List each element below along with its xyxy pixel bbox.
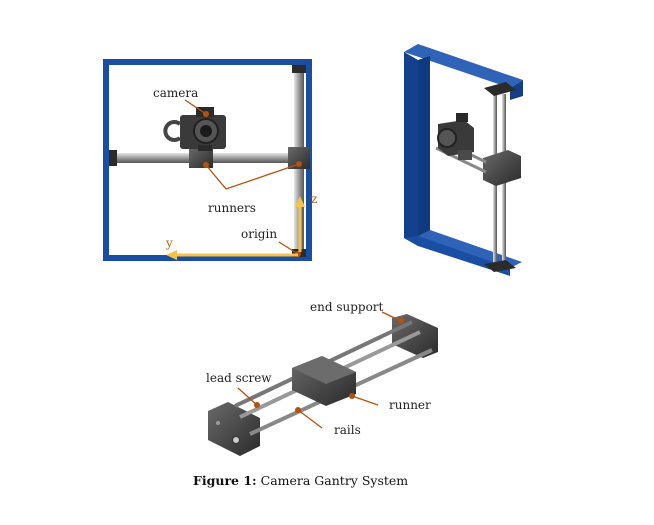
- camera-icon: [163, 107, 226, 151]
- label-rails: rails: [334, 423, 361, 437]
- vertical-runner: [288, 147, 310, 169]
- horizontal-left-support: [109, 150, 117, 166]
- caption-text: Camera Gantry System: [260, 473, 409, 488]
- iso-frame-right-top: [510, 80, 523, 100]
- label-axis-z: z: [311, 192, 317, 206]
- label-runner: runner: [389, 398, 431, 412]
- cutoff-text-line: [200, 490, 420, 495]
- lead-screw-dot: [254, 402, 260, 408]
- figure-caption: Figure 1: Camera Gantry System: [193, 473, 408, 488]
- label-camera: camera: [153, 86, 198, 100]
- iso-frame-top: [404, 44, 523, 88]
- iso-frame-left: [404, 52, 418, 246]
- iso-frame-bottom: [404, 236, 510, 276]
- rail-assembly: end support lead screw runner rails: [206, 300, 438, 456]
- label-runners: runners: [208, 201, 256, 215]
- iso-top-support: [484, 82, 516, 96]
- isometric-view: [404, 44, 523, 276]
- label-end-support: end support: [310, 300, 384, 314]
- camera-dot: [203, 111, 209, 117]
- left-bolt-a: [216, 421, 220, 425]
- label-origin: origin: [241, 227, 277, 241]
- iso-frame-side: [418, 56, 430, 246]
- runner-dot-h: [203, 162, 209, 168]
- runner-dot: [349, 393, 355, 399]
- caption-prefix: Figure 1:: [193, 473, 257, 488]
- vertical-top-support: [292, 65, 306, 73]
- y-axis-arrow: [166, 250, 298, 260]
- runner-block-top: [292, 356, 356, 384]
- z-axis-arrow: [295, 196, 305, 252]
- end-support-dot: [398, 318, 404, 324]
- front-view: camera runners origin z y: [103, 59, 317, 261]
- runner-dot-v: [296, 161, 302, 167]
- iso-bottom-support: [484, 260, 516, 272]
- left-bolt-b: [232, 436, 240, 444]
- iso-runner: [483, 150, 521, 186]
- label-axis-y: y: [165, 236, 173, 250]
- assembly-leader-lines: [237, 311, 402, 429]
- label-lead-screw: lead screw: [206, 371, 272, 385]
- iso-camera-icon: [437, 113, 474, 160]
- front-leader-lines: [184, 99, 300, 255]
- rails-dot: [295, 407, 301, 413]
